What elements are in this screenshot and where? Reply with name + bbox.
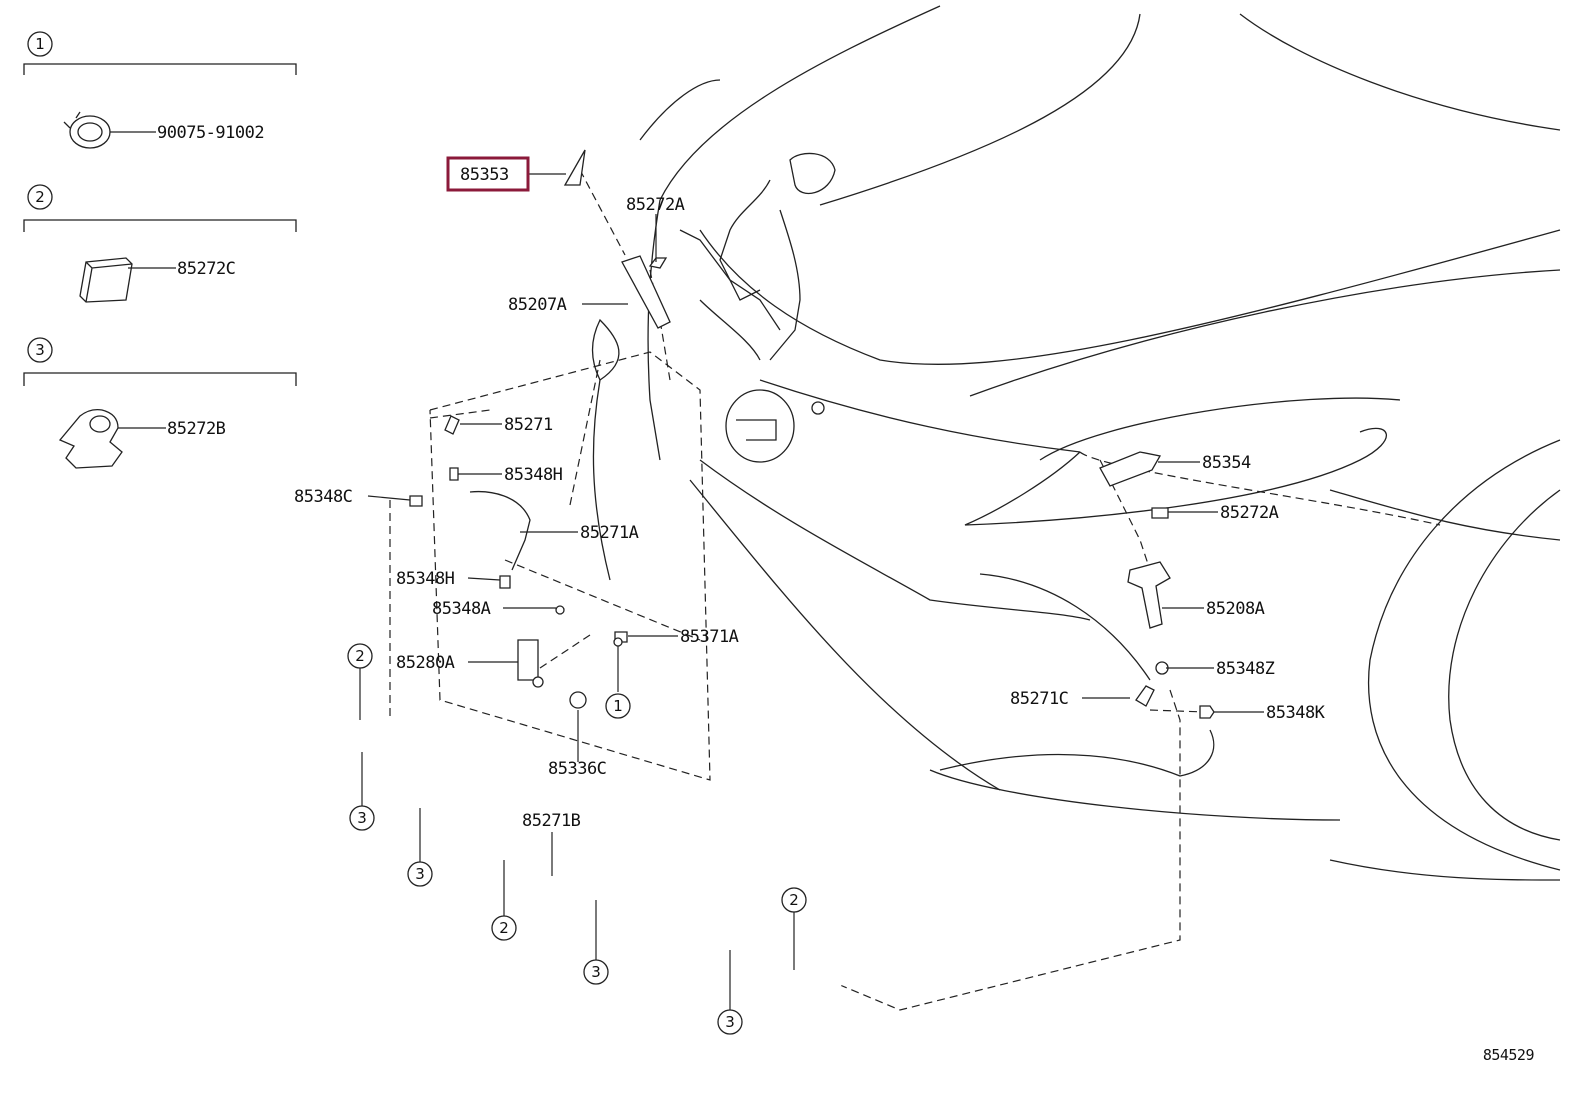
nozzle-85207A[interactable] (621, 255, 671, 329)
label-85272A-top[interactable]: 85272A (626, 195, 685, 215)
label-85208A[interactable]: 85208A (1206, 599, 1265, 619)
legend-part-3[interactable]: 85272B (167, 419, 226, 439)
label-85353[interactable]: 85353 (460, 165, 509, 185)
legend-index-1: 1 (35, 35, 45, 53)
clip-marker: 1 (613, 697, 623, 715)
emblem (725, 389, 795, 463)
sleeve-icon (79, 257, 133, 303)
parts (350, 149, 1215, 987)
label-85348H-mid[interactable]: 85348H (396, 569, 455, 589)
nozzle-85208A[interactable] (1127, 561, 1171, 629)
legend-marker-2 (27, 184, 53, 210)
cap-85353[interactable] (563, 149, 586, 186)
leader-lines (359, 173, 1264, 1010)
label-85280A[interactable]: 85280A (396, 653, 455, 673)
hose-clip-icon (58, 408, 123, 469)
label-85271A[interactable]: 85271A (580, 523, 639, 543)
figure-id: 854529 (1483, 1046, 1535, 1064)
legend-part-1[interactable]: 90075-91002 (157, 123, 265, 143)
callout-labels: 85353 85272A 85207A 85271 85348H 85348C … (294, 165, 1326, 831)
highlight-box (446, 156, 530, 192)
legend: 1 90075-91002 2 85272C 3 85272B (23, 31, 297, 469)
clamp-icon (63, 111, 111, 149)
clip-marker: 3 (415, 865, 425, 883)
clip-marker: 3 (591, 963, 601, 981)
clip-marker: 3 (357, 809, 367, 827)
cover-85354[interactable] (1099, 451, 1162, 487)
label-85271C[interactable]: 85271C (1010, 689, 1069, 709)
clip-markers: 2 3 3 2 3 3 2 1 (347, 643, 807, 1035)
label-85348A[interactable]: 85348A (432, 599, 491, 619)
label-85336C[interactable]: 85336C (548, 759, 607, 779)
legend-marker-1 (27, 31, 53, 57)
label-85348H-top[interactable]: 85348H (504, 465, 563, 485)
label-85271B[interactable]: 85271B (522, 811, 581, 831)
reservoir-cap (789, 152, 836, 194)
label-85348K[interactable]: 85348K (1266, 703, 1326, 723)
clip-marker: 2 (355, 647, 365, 665)
legend-part-2[interactable]: 85272C (177, 259, 236, 279)
label-85207A[interactable]: 85207A (508, 295, 567, 315)
legend-index-2: 2 (35, 188, 45, 206)
clip-marker: 2 (789, 891, 799, 909)
vehicle-body-outline (591, 5, 1561, 881)
pump-85280A[interactable] (517, 639, 539, 681)
label-85354[interactable]: 85354 (1202, 453, 1251, 473)
label-85272A-right[interactable]: 85272A (1220, 503, 1279, 523)
legend-index-3: 3 (35, 341, 45, 359)
label-85348Z[interactable]: 85348Z (1216, 659, 1275, 679)
legend-marker-3 (27, 337, 53, 363)
clip-marker: 3 (725, 1013, 735, 1031)
label-85348C[interactable]: 85348C (294, 487, 353, 507)
label-85371A[interactable]: 85371A (680, 627, 739, 647)
label-85271[interactable]: 85271 (504, 415, 553, 435)
clip-marker: 2 (499, 919, 509, 937)
